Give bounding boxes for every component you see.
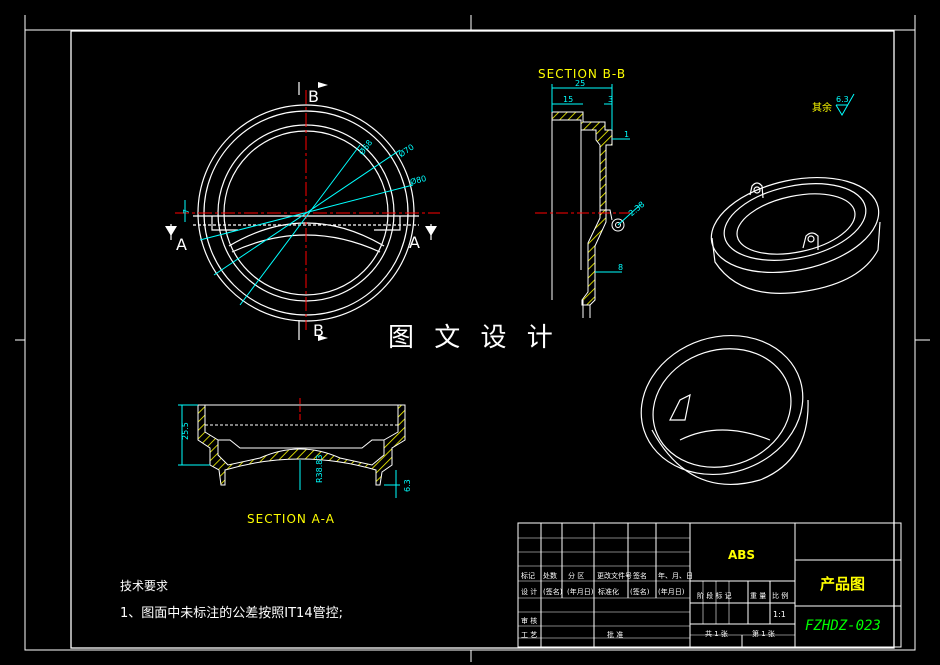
title-scale: 1:1 (773, 610, 786, 619)
tech-req-title: 技术要求 (120, 579, 168, 593)
approve-label: 批 准 (607, 630, 623, 639)
title-drawing-code: FZHDZ-023 (805, 618, 881, 634)
hdr-mark: 标记 (521, 571, 535, 580)
section-aa-title: SECTION A-A (247, 512, 335, 526)
technical-requirements: 技术要求 1、图面中未标注的公差按照IT14管控; (120, 579, 343, 621)
craft-label: 工 艺 (521, 631, 537, 639)
dim-bb-8: 8 (618, 263, 623, 272)
dim-aa-25-5: 25.5 (181, 422, 190, 440)
section-bb-title: SECTION B-B (538, 67, 626, 81)
title-block-text: ABS 产品图 FZHDZ-023 1:1 标记 处数 分 区 更改文件号 签名… (521, 548, 881, 639)
dim-7: 7 (182, 209, 191, 214)
dim-dia-70: Ø70 (396, 142, 415, 160)
top-view: B B A A 7 Ø68 Ø70 Ø80 (165, 82, 440, 341)
hdr-zone: 分 区 (568, 571, 584, 580)
stage-mark-label: 阶 段 标 记 (697, 591, 732, 600)
label-A-left: A (176, 235, 187, 254)
title-block (517, 522, 902, 648)
sheet-number: 第 1 张 (752, 629, 775, 638)
dim-dia-80: Ø80 (409, 173, 428, 187)
label-B-bottom: B (313, 321, 324, 340)
hdr-change-doc: 更改文件号 (597, 571, 632, 580)
isometric-view-top (710, 176, 881, 294)
dim-bb-25: 25 (575, 79, 585, 88)
sheets-total: 共 1 张 (705, 629, 728, 638)
watermark-text: 图 文 设 计 (388, 323, 559, 353)
design-label: 设 计 (521, 587, 537, 596)
hdr-count: 处数 (543, 571, 557, 580)
scale-label: 比 例 (772, 591, 788, 600)
roughness-value: 6.3 (836, 95, 849, 104)
standard-label: 标准化 (598, 587, 619, 596)
review-label: 审 核 (521, 616, 537, 625)
weight-label: 重 量 (750, 592, 766, 600)
title-drawing-name: 产品图 (820, 575, 865, 593)
dim-bb-3: 3 (608, 95, 613, 104)
design-date: (年月日) (567, 587, 594, 596)
tech-req-item-1: 1、图面中未标注的公差按照IT14管控; (120, 605, 343, 621)
section-bb-view: SECTION B-B 25 15 3 1 2.38 8 (535, 67, 646, 318)
hdr-date: 年、月、日 (658, 571, 693, 580)
dim-bb-1: 1 (624, 130, 629, 139)
dim-aa-r: R38.83 (315, 455, 324, 483)
hdr-sign: 签名 (633, 571, 647, 580)
section-aa-view: 25.5 R38.83 6.3 SECTION A-A (178, 398, 412, 526)
label-A-right: A (409, 233, 420, 252)
outer-border (15, 15, 930, 662)
dim-bb-r: 2.38 (627, 200, 646, 218)
standard-date: (年月日) (658, 587, 685, 596)
isometric-view-bottom (640, 334, 809, 485)
standard-sign: (签名) (630, 587, 650, 596)
dim-aa-6-3: 6.3 (403, 479, 412, 492)
dim-bb-15: 15 (563, 95, 573, 104)
title-material: ABS (728, 548, 755, 562)
label-B-top: B (308, 87, 319, 106)
roughness-label: 其余 (812, 101, 832, 114)
design-sign: (签名) (543, 587, 563, 596)
roughness-symbol: 其余 6.3 (812, 93, 855, 116)
